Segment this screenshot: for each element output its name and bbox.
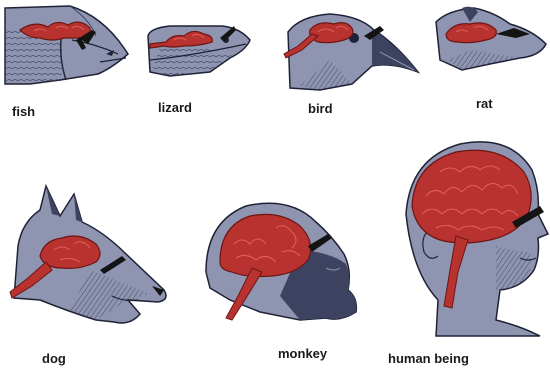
human-label: human being [388,351,469,366]
bird-head [284,14,418,90]
human-head [406,142,548,336]
monkey-head [206,203,356,320]
rat-label: rat [476,96,493,111]
rat-head [436,7,546,70]
fish-head [5,6,128,84]
fish-label: fish [12,104,35,119]
lizard-head [148,26,250,76]
monkey-label: monkey [278,346,327,361]
dog-head [10,186,166,323]
bird-label: bird [308,101,333,116]
dog-label: dog [42,351,66,366]
lizard-label: lizard [158,100,192,115]
